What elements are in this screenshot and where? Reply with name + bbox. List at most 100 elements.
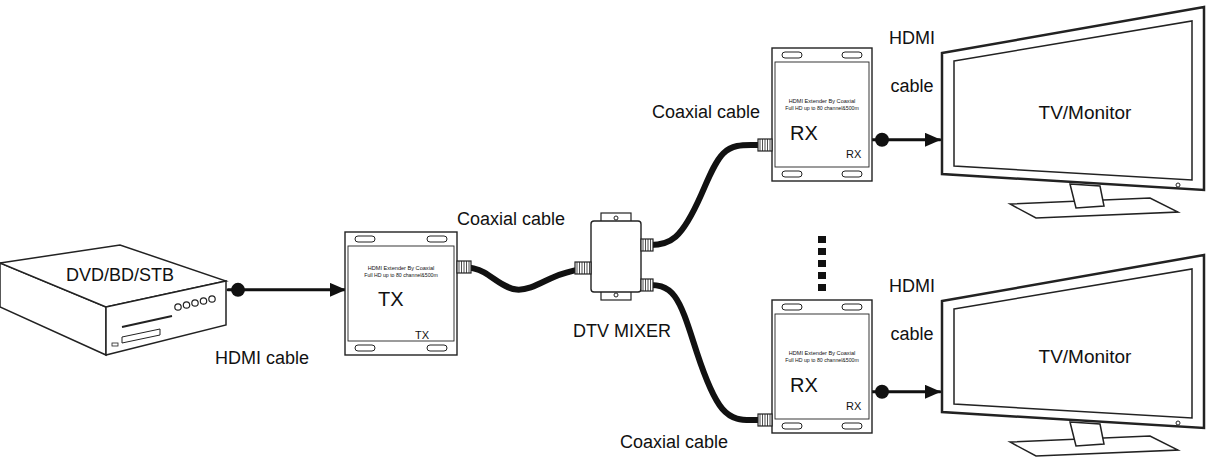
mount-slot: [842, 423, 862, 429]
thread-line: [767, 139, 768, 151]
node-shape: [0, 245, 228, 360]
connector-body: [641, 239, 653, 251]
connector-body: [758, 139, 772, 151]
text-slot: RX: [790, 374, 818, 397]
thread-line: [770, 414, 771, 426]
text-slot: HDMI Extender By Coaxial: [772, 98, 872, 104]
mount-slot: [782, 423, 802, 429]
hdmi-cable-arrow: [872, 138, 940, 141]
thread-line: [582, 262, 583, 274]
text-slot: TV/Monitor: [1000, 102, 1170, 124]
shape-group: [942, 7, 1204, 218]
device-print: HDMI Extender By Coaxial: [345, 265, 457, 271]
power-led: [1176, 421, 1180, 425]
usb-port: [112, 343, 118, 346]
tv-monitor: TV/Monitor: [940, 5, 1206, 220]
shape-group: [758, 300, 872, 433]
cable-label: Coaxial cable: [650, 102, 762, 123]
thread-line: [648, 279, 649, 291]
mount-slot: [427, 236, 447, 242]
display-panel: [122, 329, 160, 343]
cable-label-slot: Coaxial cable: [650, 102, 762, 123]
cable-label: HDMI cable: [886, 262, 938, 358]
mount-slot: [782, 171, 802, 177]
cable-label-slot: Coaxial cable: [618, 432, 730, 453]
player-front-face: [106, 281, 226, 355]
device-label: RX: [790, 374, 818, 397]
mount-hole: [614, 216, 618, 220]
device-print: RX: [846, 148, 861, 161]
cable-label-slot: Coaxial cable: [455, 209, 567, 230]
thread-line: [765, 414, 766, 426]
shape-group: [345, 232, 471, 355]
hdmi-cable-arrow: [872, 390, 940, 393]
hdmi-cable-arrow: [228, 288, 345, 291]
thread-line: [765, 139, 766, 151]
thread-line: [584, 262, 585, 274]
coax-connector: [641, 239, 653, 251]
tv-screen: [954, 269, 1192, 418]
text-slot: HDMI Extender By Coaxial: [345, 265, 457, 271]
housing-outer: [345, 232, 457, 355]
device-label: DVD/BD/STB: [66, 265, 174, 286]
device-label: TV/Monitor: [1000, 102, 1170, 124]
text-slot: Full HD up to 80 channel&500m: [772, 358, 872, 364]
coaxial-cable: [457, 267, 587, 290]
thread-line: [650, 279, 651, 291]
mount-slot: [842, 52, 862, 58]
mount-slot: [782, 304, 802, 310]
thread-line: [762, 139, 763, 151]
thread-line: [770, 139, 771, 151]
cable-label-slot: HDMI cable: [213, 348, 311, 369]
coax-connector: [575, 262, 591, 274]
coax-connector: [758, 139, 772, 151]
device-print: Full HD up to 80 channel&500m: [345, 273, 457, 279]
cable-label: Coaxial cable: [455, 209, 567, 230]
disc-slot: [122, 316, 172, 327]
connector-body: [457, 261, 471, 273]
thread-line: [645, 239, 646, 251]
mount-slot: [355, 236, 375, 242]
text-slot: TX: [415, 329, 429, 342]
shape-group: [942, 255, 1204, 456]
cable-label: Coaxial cable: [618, 432, 730, 453]
housing-outer: [772, 48, 872, 181]
shape-group: [758, 48, 872, 181]
thread-line: [577, 262, 578, 274]
housing-inner: [348, 246, 454, 341]
thread-line: [767, 414, 768, 426]
coax-connector: [457, 261, 471, 273]
thread-line: [466, 261, 467, 273]
mixer-body: [591, 221, 641, 292]
coax-connector: [641, 279, 653, 291]
housing-inner: [775, 62, 869, 167]
player-button: [192, 300, 198, 306]
connector-body: [575, 262, 591, 274]
tv-frame: [942, 255, 1204, 428]
thread-line: [464, 261, 465, 273]
mount-slot: [427, 345, 447, 351]
cable-label-slot: HDMI cable: [886, 14, 938, 110]
text-slot: DVD/BD/STB: [66, 265, 174, 286]
node-shape: [587, 213, 645, 300]
text-slot: RX: [846, 400, 861, 413]
coaxial-cable: [645, 145, 772, 245]
text-slot: TX: [378, 288, 404, 311]
tv-frame: [942, 7, 1204, 190]
text-slot: TV/Monitor: [1000, 346, 1170, 368]
thread-line: [589, 262, 590, 274]
thread-line: [648, 239, 649, 251]
device-print: HDMI Extender By Coaxial: [772, 350, 872, 356]
text-slot: Full HD up to 80 channel&500m: [772, 106, 872, 112]
more-receivers-dots: [818, 236, 826, 294]
device-print: TX: [415, 329, 429, 342]
text-slot: RX: [846, 148, 861, 161]
power-led: [1176, 183, 1180, 187]
text-slot: HDMI Extender By Coaxial: [772, 350, 872, 356]
mount-slot: [782, 52, 802, 58]
connector-body: [641, 279, 653, 291]
transmitter-box: HDMI Extender By CoaxialFull HD up to 80…: [345, 232, 457, 355]
node-shape: [772, 300, 872, 433]
player-button: [200, 298, 206, 304]
coax-connector: [758, 414, 772, 426]
